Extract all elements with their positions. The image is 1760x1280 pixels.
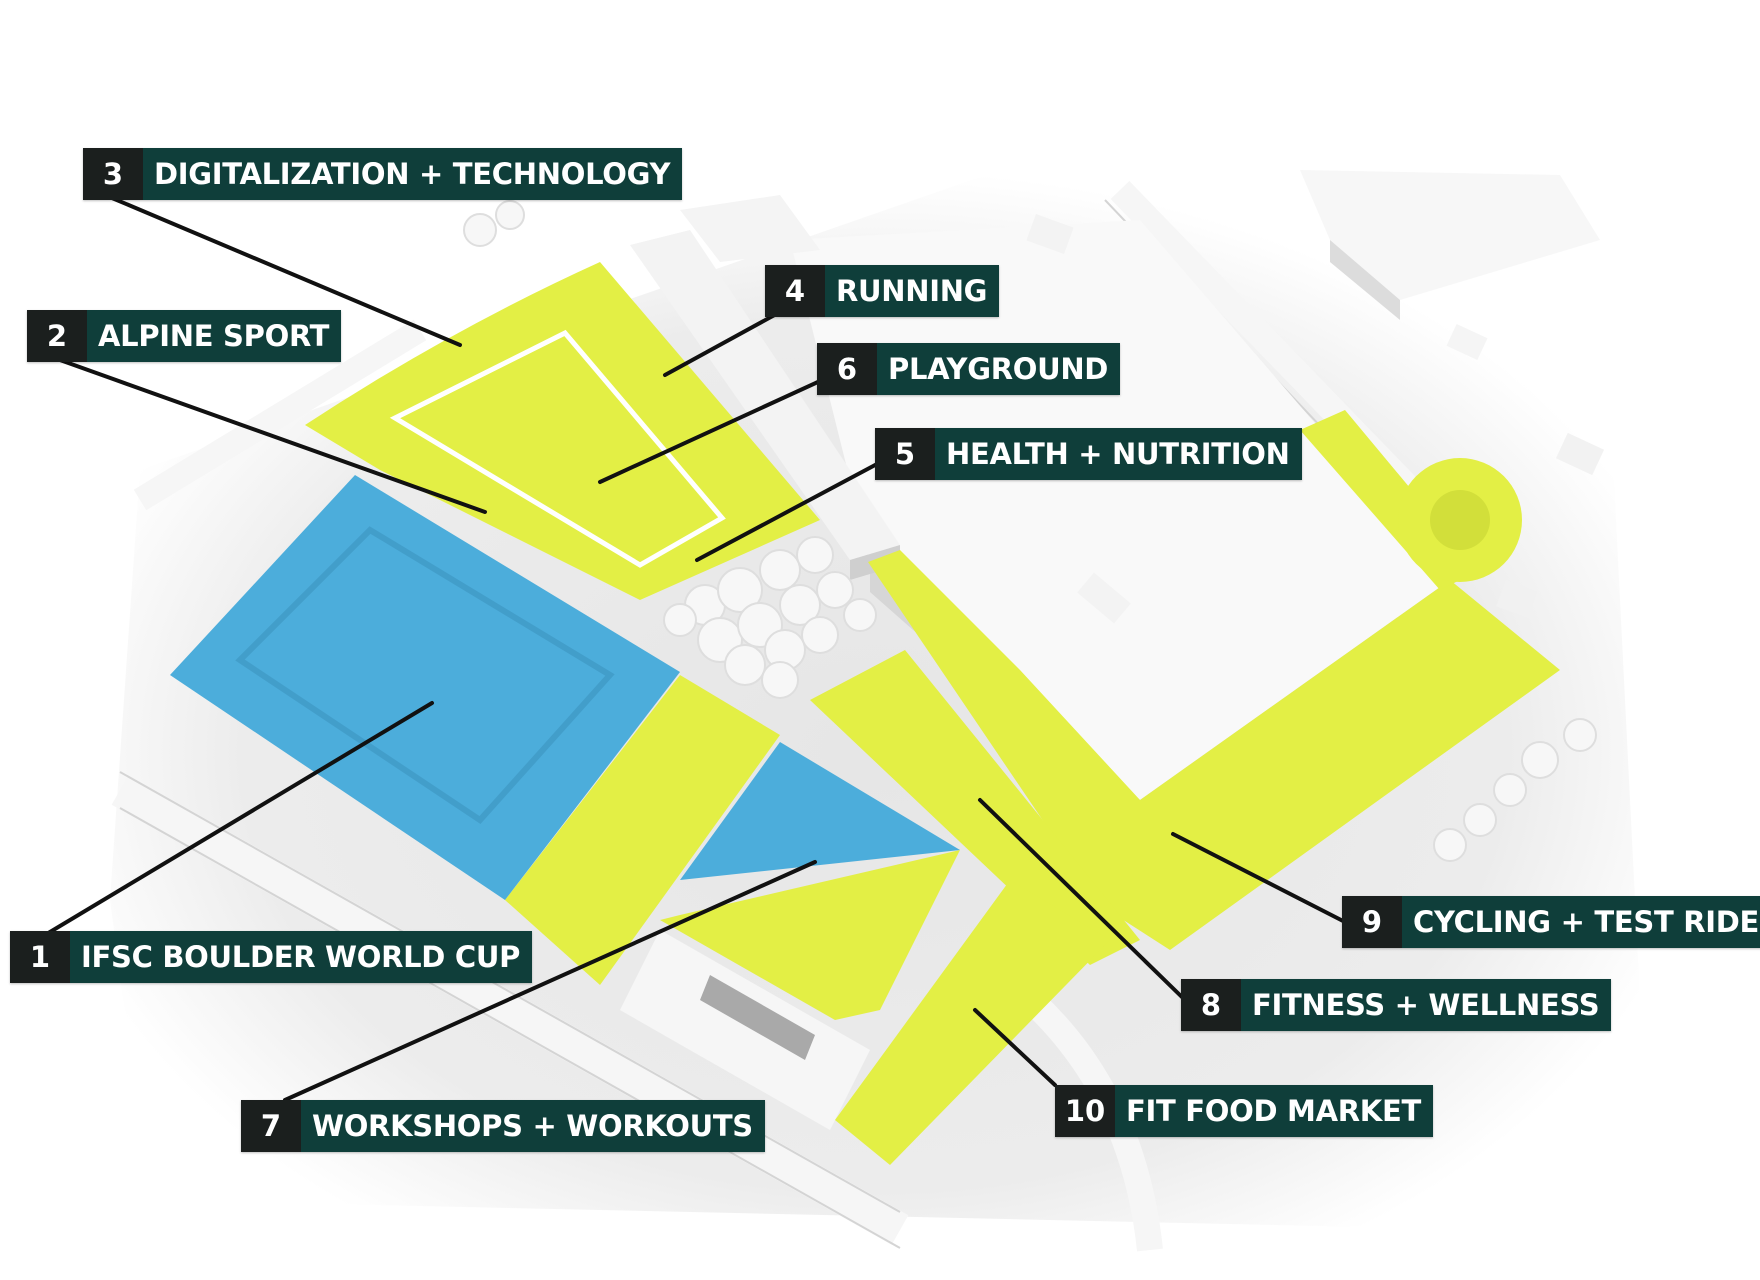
zone-label-5[interactable]: 5 HEALTH + NUTRITION xyxy=(875,428,1302,480)
zone-label-9[interactable]: 9 CYCLING + TEST RIDE xyxy=(1342,896,1760,948)
zone-number: 8 xyxy=(1181,979,1241,1031)
zone-label-3[interactable]: 3 DIGITALIZATION + TECHNOLOGY xyxy=(83,148,683,200)
leader-4 xyxy=(663,310,782,377)
zone-10-area xyxy=(835,880,1110,1165)
zone-name: WORKSHOPS + WORKOUTS xyxy=(301,1100,765,1152)
leader-2 xyxy=(58,358,487,514)
tree-cluster xyxy=(463,200,1597,862)
zone-label-4[interactable]: 4 RUNNING xyxy=(765,265,1000,317)
zone-name: FITNESS + WELLNESS xyxy=(1241,979,1612,1031)
zone-name: CYCLING + TEST RIDE xyxy=(1402,896,1760,948)
zone-9-area xyxy=(868,550,1560,950)
leader-10 xyxy=(973,1008,1057,1087)
zone-mid-green xyxy=(505,675,780,985)
zone-7-area xyxy=(680,742,960,880)
zone-label-6[interactable]: 6 PLAYGROUND xyxy=(817,343,1121,395)
zone-label-1[interactable]: 1 IFSC BOULDER WORLD CUP xyxy=(10,931,533,983)
zone-number: 2 xyxy=(27,310,87,362)
zone-name: DIGITALIZATION + TECHNOLOGY xyxy=(143,148,683,200)
zone-name: FIT FOOD MARKET xyxy=(1115,1085,1433,1137)
zone-number: 5 xyxy=(875,428,935,480)
zone-name: IFSC BOULDER WORLD CUP xyxy=(70,931,533,983)
ring-ramp xyxy=(1398,458,1522,582)
zone-8-area xyxy=(810,650,1140,965)
zone-top-green xyxy=(305,262,820,600)
zone-label-2[interactable]: 2 ALPINE SPORT xyxy=(27,310,342,362)
zone-label-10[interactable]: 10 FIT FOOD MARKET xyxy=(1055,1085,1433,1137)
zone-1-area xyxy=(170,475,680,900)
leader-3 xyxy=(110,196,462,347)
zone-number: 10 xyxy=(1055,1085,1115,1137)
zone-6-outline xyxy=(389,329,726,568)
leader-5 xyxy=(695,462,879,562)
leader-6 xyxy=(598,379,822,484)
zone-name: HEALTH + NUTRITION xyxy=(935,428,1302,480)
leader-7 xyxy=(283,860,817,1102)
zone-name: RUNNING xyxy=(825,265,1000,317)
zone-name: PLAYGROUND xyxy=(877,343,1121,395)
zone-number: 7 xyxy=(241,1100,301,1152)
zone-number: 1 xyxy=(10,931,70,983)
zone-label-8[interactable]: 8 FITNESS + WELLNESS xyxy=(1181,979,1612,1031)
leader-8 xyxy=(978,798,1187,1002)
leader-9 xyxy=(1171,832,1347,924)
zone-name: ALPINE SPORT xyxy=(87,310,342,362)
zone-7-square xyxy=(660,850,960,1020)
zone-label-7[interactable]: 7 WORKSHOPS + WORKOUTS xyxy=(241,1100,765,1152)
zone-number: 9 xyxy=(1342,896,1402,948)
leader-1 xyxy=(43,701,434,937)
zone-number: 4 xyxy=(765,265,825,317)
green-zones xyxy=(305,262,1560,1165)
zone-1-interior xyxy=(235,526,615,824)
leader-lines xyxy=(43,196,1347,1102)
zone-number: 6 xyxy=(817,343,877,395)
zone-number: 3 xyxy=(83,148,143,200)
